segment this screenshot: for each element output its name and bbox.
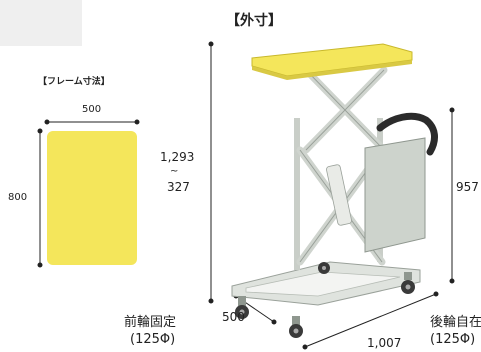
height-max-value: 1,293 — [160, 150, 195, 164]
frame-dimensions-title: 【フレーム寸法】 — [38, 77, 110, 87]
rear-caster-right — [401, 272, 415, 294]
handle-height-value: 957 — [456, 180, 479, 194]
rear-caster-size: (125Φ) — [430, 332, 476, 347]
rear-caster-left — [318, 262, 330, 274]
push-handle — [376, 112, 438, 156]
frame-top-view — [47, 131, 137, 265]
frame-length-dimension-line — [37, 128, 43, 268]
front-caster-label: 前輪固定 — [124, 315, 177, 330]
handle-height-dimension-line — [449, 107, 455, 284]
front-caster-right — [289, 316, 303, 338]
outer-length-value: 1,007 — [367, 336, 402, 350]
rear-caster-label: 後輪自在 — [430, 315, 481, 330]
outer-dimensions-title: 【外寸】 — [226, 13, 282, 29]
frame-length-value: 800 — [8, 192, 28, 203]
lift-table-illustration — [231, 43, 438, 338]
frame-width-dimension-line — [44, 119, 140, 125]
height-min-value: 327 — [167, 180, 190, 194]
front-caster-size: (125Φ) — [130, 332, 176, 347]
pump-box — [364, 137, 426, 253]
corner-panel — [0, 0, 82, 46]
frame-width-value: 500 — [82, 104, 102, 115]
height-range-tilde: ~ — [170, 166, 179, 177]
length-dimension-line — [302, 291, 439, 350]
front-caster-left — [235, 296, 249, 319]
outer-width-value: 500 — [222, 310, 245, 324]
height-dimension-line — [208, 41, 214, 304]
